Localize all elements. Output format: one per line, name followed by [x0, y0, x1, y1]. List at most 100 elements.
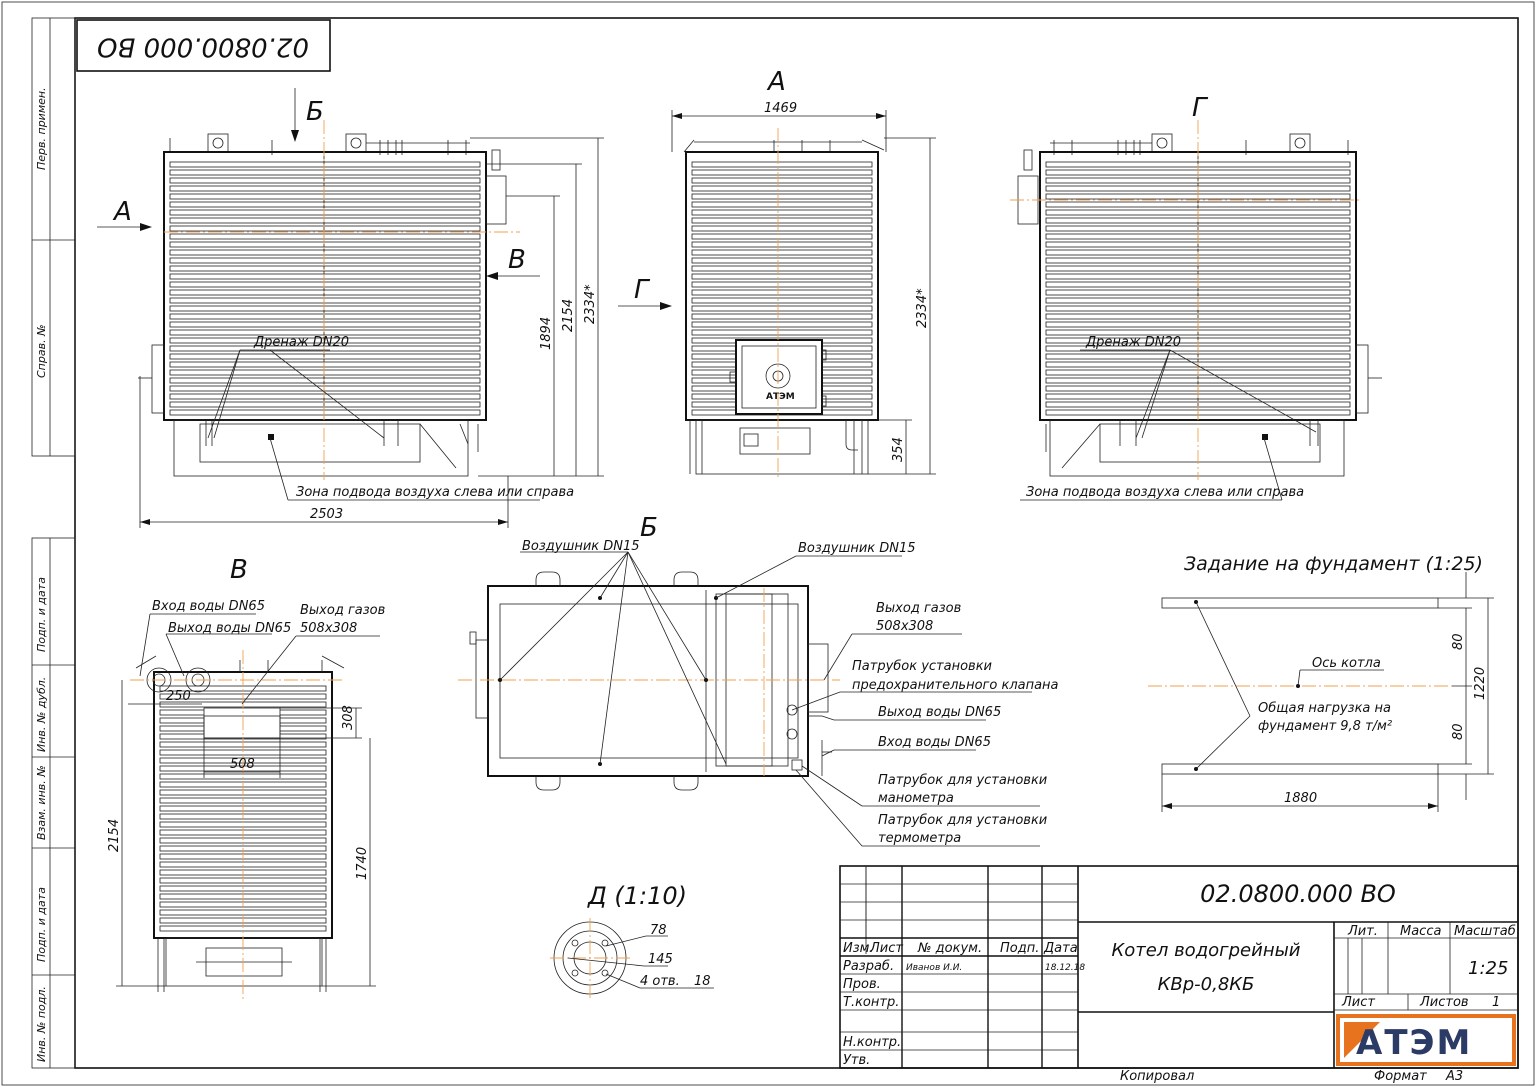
view-b-thermo-2: термометра	[878, 831, 961, 846]
view-v-dim-508: 508	[230, 757, 255, 772]
cladding-slat	[691, 241, 873, 248]
view-a-dim-2334: 2334*	[915, 288, 930, 328]
tb-r-tkontr: Т.контр.	[843, 995, 899, 1010]
foundation-axis-label: Ось котла	[1312, 656, 1381, 671]
cladding-slat	[691, 209, 873, 216]
tb-r-nkontr: Н.контр.	[843, 1035, 901, 1050]
tb-r-prov: Пров.	[843, 977, 881, 992]
margin-inv-podl: Инв. № подл.	[35, 986, 48, 1062]
view-a-front: А 1469 АТЭМ Г	[618, 67, 936, 480]
view-b-valve-2: предохранительного клапана	[852, 678, 1059, 693]
foundation-dim-1880: 1880	[1284, 791, 1317, 806]
cladding-slat	[169, 345, 481, 352]
view-v-dim-1740: 1740	[355, 847, 370, 880]
tb-format: Формат	[1374, 1069, 1427, 1084]
tb-name-1: Котел водогрейный	[1112, 940, 1301, 961]
view-v-gas-out-2: 508х308	[300, 621, 357, 636]
foundation-load-2: фундамент 9,8 т/м²	[1258, 719, 1392, 734]
view-b-mano-2: манометра	[878, 791, 954, 806]
view-g-title: Г	[1192, 93, 1209, 123]
cladding-slat	[169, 241, 481, 248]
tb-format-val: А3	[1445, 1069, 1463, 1084]
cladding-slat	[691, 225, 873, 232]
cladding-slat	[169, 361, 481, 368]
atem-logo: АТЭМ	[1336, 1014, 1516, 1066]
view-v-gas-out-1: Выход газов	[300, 603, 385, 618]
foundation-dim-80b: 80	[1451, 723, 1466, 740]
left-margin-stamp: Перв. примен. Справ. № Подп. и дата Инв.…	[31, 17, 76, 1069]
view-b-vent-1: Воздушник DN15	[522, 539, 640, 554]
view-b-gas-out-2: 508х308	[876, 619, 933, 634]
cladding-slat	[691, 321, 873, 328]
cladding-slat	[169, 409, 481, 416]
side-arrow-b: Б	[306, 97, 324, 127]
cladding-slat	[169, 217, 481, 224]
foundation-load-1: Общая нагрузка на	[1258, 701, 1391, 716]
tb-h-doc: № докум.	[917, 941, 982, 956]
cladding-slat	[169, 281, 481, 288]
cladding-slat	[691, 233, 873, 240]
cladding-slat	[169, 201, 481, 208]
detail-d-holes: 4 отв.	[640, 974, 680, 989]
cladding-slat	[691, 193, 873, 200]
margin-perv-primen: Перв. примен.	[35, 87, 48, 170]
tb-logo-text: АТЭМ	[1356, 1023, 1472, 1063]
view-b-vent-2: Воздушник DN15	[798, 541, 916, 556]
tb-scale: 1:25	[1468, 958, 1508, 979]
view-b-mano-1: Патрубок для установки	[878, 773, 1047, 788]
tb-massa: Масса	[1400, 924, 1441, 939]
cladding-slat	[159, 885, 327, 892]
view-a-dim-1469: 1469	[764, 101, 797, 116]
top-code-box: 02.0800.000 ВО	[76, 19, 331, 72]
detail-d-dim-78: 78	[650, 923, 667, 938]
tb-sheets: Листов	[1419, 995, 1469, 1010]
view-b-gas-out-1: Выход газов	[876, 601, 961, 616]
side-arrow-a: А	[112, 197, 132, 227]
title-block: Изм. Лист № докум. Подп. Дата Разраб. Ив…	[839, 865, 1519, 1084]
view-g-air-zone-label: Зона подвода воздуха слева или справа	[1026, 485, 1304, 500]
foundation-dim-80a: 80	[1451, 633, 1466, 650]
tb-date: 18.12.18	[1045, 963, 1085, 973]
view-b-valve-1: Патрубок установки	[852, 659, 992, 674]
cladding-slat	[169, 393, 481, 400]
tb-h-izm: Изм.	[843, 941, 874, 956]
margin-inv-dubl: Инв. № дубл.	[35, 677, 48, 752]
side-dim-1894: 1894	[539, 317, 554, 350]
cladding-slat	[691, 313, 873, 320]
detail-d-dim-145: 145	[648, 952, 673, 967]
cladding-slat	[169, 233, 481, 240]
cladding-slat	[691, 297, 873, 304]
cladding-slat	[159, 797, 327, 804]
cladding-slat	[691, 177, 873, 184]
side-arrow-v: В	[508, 245, 526, 275]
cladding-slat	[169, 377, 481, 384]
cladding-slat	[691, 257, 873, 264]
cladding-slat	[169, 273, 481, 280]
view-b-water-in: Вход воды DN65	[878, 735, 991, 750]
view-v-dim-308: 308	[341, 705, 356, 730]
cladding-slat	[169, 305, 481, 312]
tb-lit: Лит.	[1347, 924, 1378, 939]
cladding-slat	[169, 337, 481, 344]
tb-copied: Копировал	[1120, 1069, 1194, 1084]
detail-d-hole-d: 18	[694, 974, 711, 989]
cladding-slat	[169, 289, 481, 296]
cladding-slat	[691, 161, 873, 168]
cladding-slat	[169, 265, 481, 272]
foundation-plan: Задание на фундамент (1:25) Ось котла Об…	[1148, 553, 1494, 812]
cladding-slat	[169, 249, 481, 256]
cladding-slat	[169, 177, 481, 184]
side-dim-2154: 2154	[561, 299, 576, 332]
cladding-slat	[691, 169, 873, 176]
cladding-slat	[169, 161, 481, 168]
tb-name-2: КВр-0,8КБ	[1158, 974, 1255, 995]
cladding-slat	[169, 225, 481, 232]
tb-r-utv: Утв.	[843, 1053, 870, 1068]
view-v-title: В	[230, 555, 248, 585]
tb-code: 02.0800.000 ВО	[1200, 880, 1396, 908]
side-drain-label: Дренаж DN20	[253, 335, 349, 350]
cladding-slat	[169, 185, 481, 192]
view-v-dim-2154: 2154	[107, 819, 122, 852]
cladding-slat	[169, 209, 481, 216]
